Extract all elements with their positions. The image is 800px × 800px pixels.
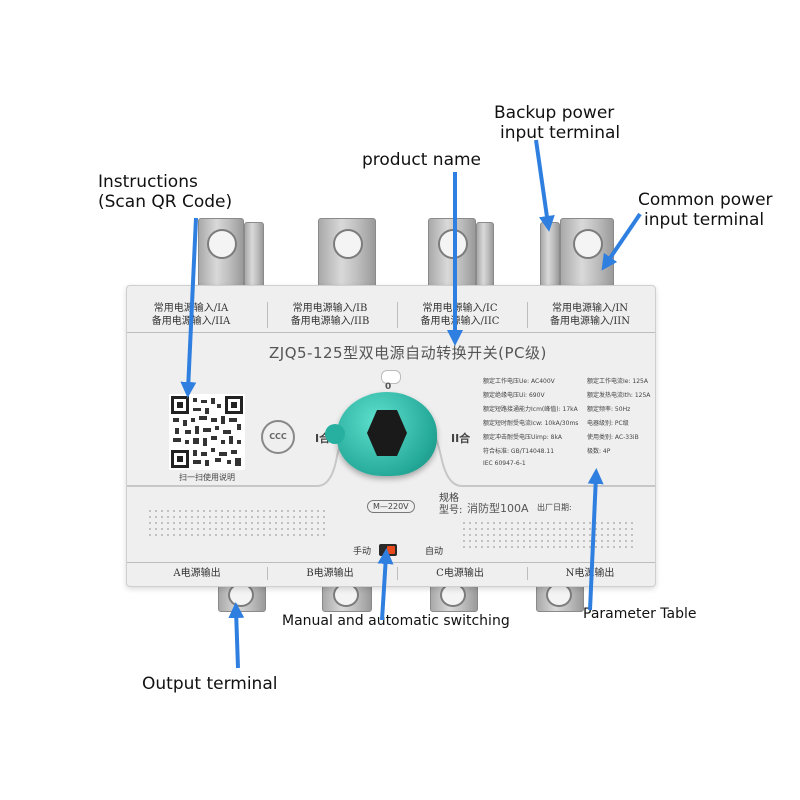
param-right-3: 电器级别: PC级 <box>587 420 629 427</box>
output-terminal-arrow <box>228 602 245 669</box>
output-label-c: C电源输出 <box>397 567 522 580</box>
output-terminal-callout: Output terminal <box>142 674 278 694</box>
common-power-callout-title: Common power <box>638 190 773 210</box>
hex-socket <box>367 410 407 456</box>
param-right-5: 极数: 4P <box>587 448 611 455</box>
backup-power-callout-sub: input terminal <box>500 123 621 144</box>
param-left-3: 额定短时耐受电流Icw: 10kA/30ms <box>483 420 579 427</box>
product-title: ZJQ5-125型双电源自动转换开关(PC级) <box>269 344 547 362</box>
common-power-callout-sub: input terminal <box>644 210 765 231</box>
param-right-2: 额定频率: 50Hz <box>587 406 631 413</box>
parameter-table-callout: Parameter Table <box>583 606 697 622</box>
param-left-6: IEC 60947-6-1 <box>483 460 526 467</box>
date-label: 出厂日期: <box>537 503 572 512</box>
input-terminal-n <box>560 218 614 292</box>
output-label-n: N电源输出 <box>527 567 652 580</box>
switch-slider <box>387 546 395 554</box>
position-two-label: II合 <box>451 432 471 445</box>
param-right-1: 额定发热电流Ith: 125A <box>587 392 651 399</box>
ccc-mark: CCC <box>261 420 295 454</box>
param-left-4: 额定冲击耐受电压Uimp: 8kA <box>483 434 563 441</box>
qr-code[interactable] <box>169 394 245 470</box>
param-right-4: 使用类别: AC-33iB <box>587 434 639 441</box>
output-label-a: A电源输出 <box>173 568 221 579</box>
position-zero-label: 0 <box>385 382 392 392</box>
vent-right <box>461 520 635 550</box>
input-terminal-a <box>198 218 244 292</box>
input-terminal-c-rear <box>476 222 494 292</box>
handle-ear-left <box>325 424 345 444</box>
backup-power-callout: Backup power input terminal <box>494 103 620 144</box>
param-left-0: 额定工作电压Ue: AC400V <box>483 378 555 385</box>
output-label-row: A电源输出 B电源输出 C电源输出 N电源输出 <box>127 562 655 587</box>
rotary-handle[interactable] <box>325 392 437 476</box>
switch-auto-label: 自动 <box>425 547 444 557</box>
product-name-callout: product name <box>362 150 481 170</box>
input-terminal-n-rear <box>540 222 560 292</box>
spec-label: 规格型号: <box>439 493 463 516</box>
zero-indicator <box>381 370 401 384</box>
parameter-table: 额定工作电压Ue: AC400V 额定绝缘电压Ui: 690V 额定短路接通能力… <box>483 376 650 480</box>
input-terminal-b <box>318 218 376 292</box>
input-terminal-c <box>428 218 476 292</box>
vent-left <box>147 508 327 538</box>
switch-manual-label: 手动 <box>353 547 372 557</box>
output-label-b: B电源输出 <box>267 567 392 580</box>
backup-power-callout-title: Backup power <box>494 103 615 123</box>
common-power-callout: Common power input terminal <box>638 190 773 231</box>
manual-auto-callout: Manual and automatic switching <box>282 613 510 629</box>
voltage-badge: M—220V <box>367 500 415 513</box>
param-right-0: 额定工作电流Ie: 125A <box>587 378 648 385</box>
input-terminal-a-rear <box>244 222 264 292</box>
manual-auto-switch[interactable] <box>379 544 397 556</box>
param-left-5: 符合标准: GB/T14048.11 <box>483 448 555 455</box>
spec-value: 消防型100A <box>467 502 529 515</box>
param-left-2: 额定短路接通能力Icm(峰值): 17kA <box>483 406 578 413</box>
instructions-callout: Instructions (Scan QR Code) <box>98 172 232 213</box>
param-left-1: 额定绝缘电压Ui: 690V <box>483 392 545 399</box>
backup-power-arrow <box>534 139 555 232</box>
qr-caption: 扫一扫使用说明 <box>179 473 235 482</box>
instructions-callout-sub: (Scan QR Code) <box>98 192 233 213</box>
instructions-callout-title: Instructions <box>98 172 198 192</box>
